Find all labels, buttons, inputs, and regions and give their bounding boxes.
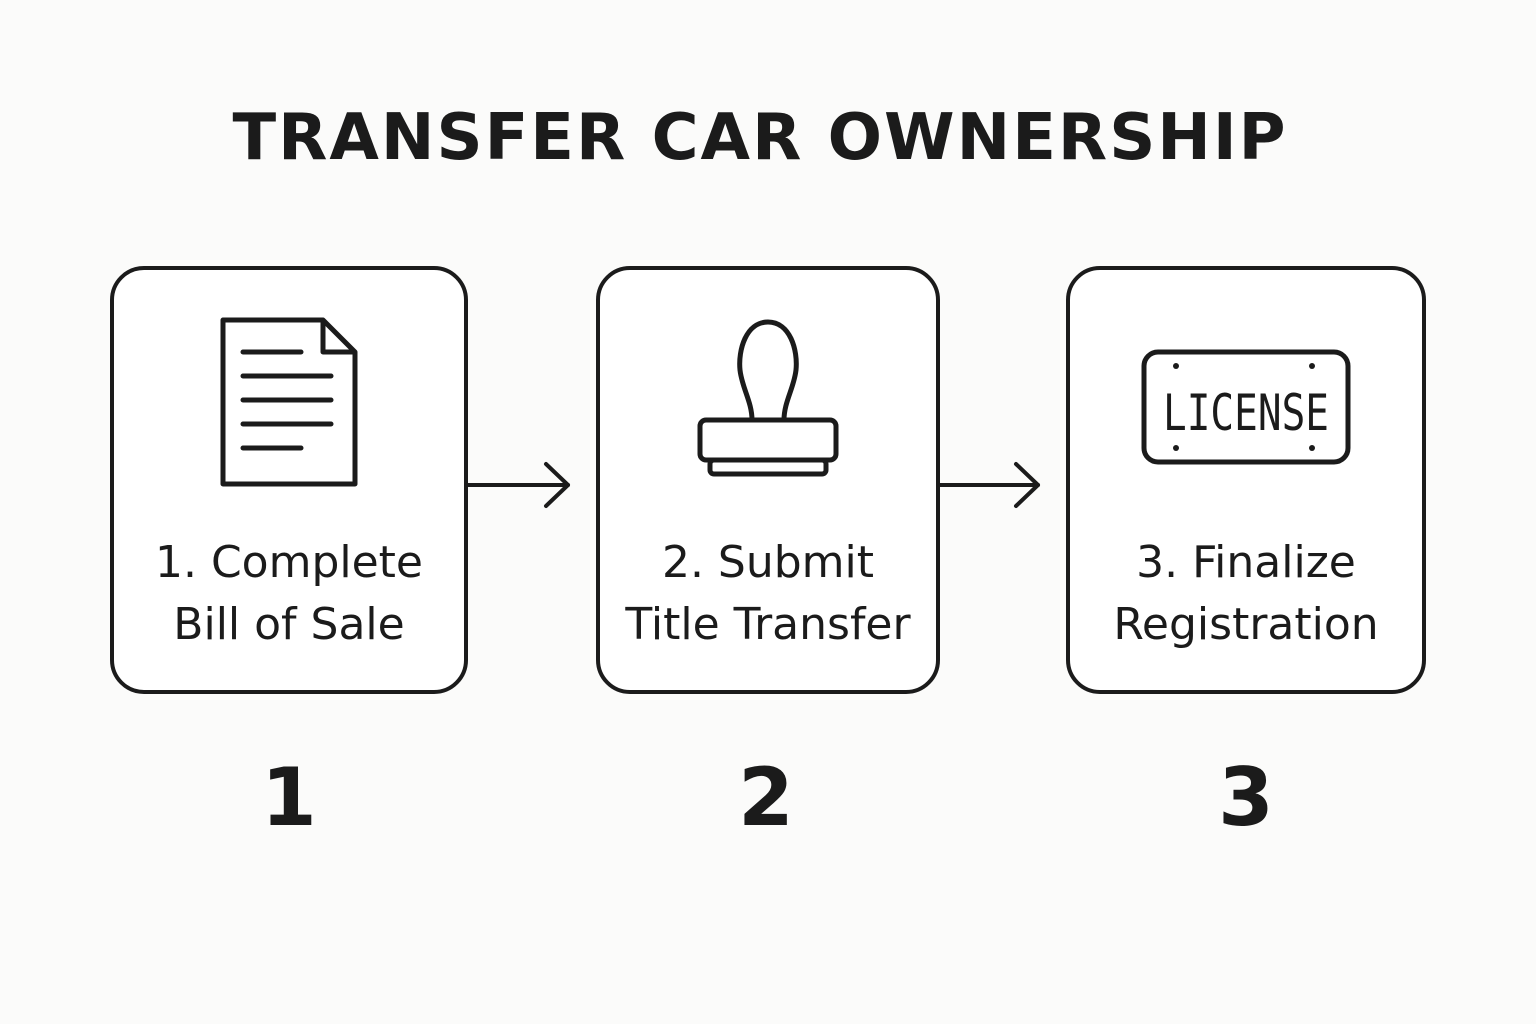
- step-label-3-line2: Registration: [1113, 599, 1379, 650]
- step-label-1-line1: 1. Complete: [154, 537, 424, 588]
- license-plate-icon: LICENSE: [1140, 348, 1352, 470]
- step-label-2-line2: Title Transfer: [625, 599, 911, 650]
- step-label-3-line1: 3. Finalize: [1136, 537, 1356, 588]
- step-number-2: 2: [738, 751, 794, 844]
- stamp-icon: [696, 316, 840, 484]
- step-number-3: 3: [1218, 751, 1274, 844]
- diagram-title: TRANSFER CAR OWNERSHIP: [232, 101, 1288, 175]
- step-label-3: 3. Finalize Registration: [1070, 532, 1422, 656]
- document-icon: [219, 316, 359, 492]
- step-label-1-line2: Bill of Sale: [173, 599, 405, 650]
- license-plate-text: LICENSE: [1163, 384, 1329, 442]
- step-card-3: LICENSE 3. Finalize Registration: [1066, 266, 1426, 694]
- step-card-1: 1. Complete Bill of Sale: [110, 266, 468, 694]
- arrow-right-icon: [464, 456, 576, 520]
- step-card-2: 2. Submit Title Transfer: [596, 266, 940, 694]
- step-label-2: 2. Submit Title Transfer: [600, 532, 936, 656]
- step-label-2-line1: 2. Submit: [661, 537, 875, 588]
- step-number-1: 1: [261, 751, 317, 844]
- step-label-1: 1. Complete Bill of Sale: [114, 532, 464, 656]
- arrow-right-icon: [936, 456, 1048, 520]
